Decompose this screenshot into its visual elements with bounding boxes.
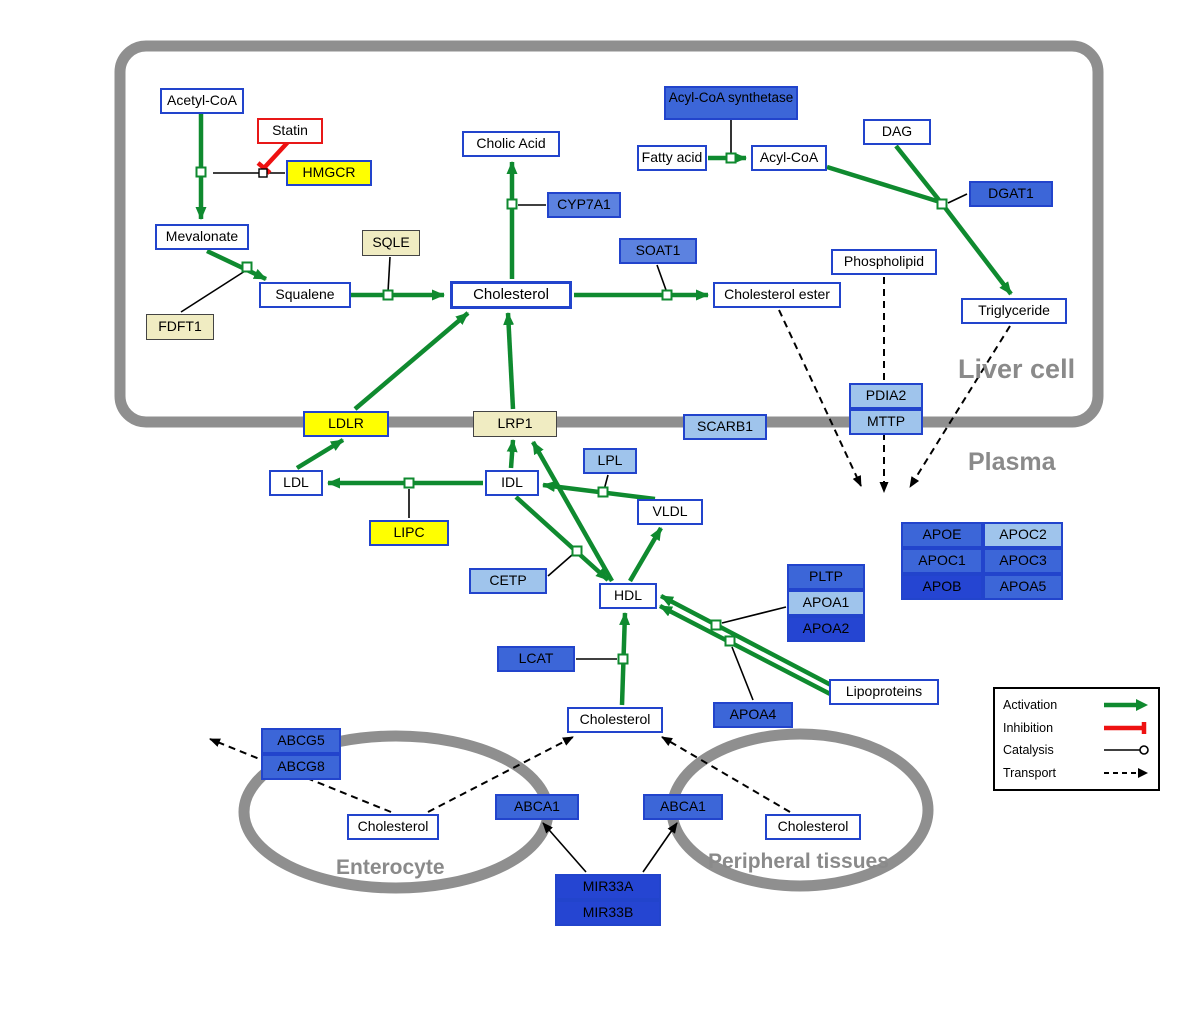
node-cholesterol-ester[interactable]: Cholesterol ester bbox=[713, 282, 841, 308]
node-scarb1[interactable]: SCARB1 bbox=[683, 414, 767, 440]
legend-row-catalysis: Catalysis bbox=[1003, 740, 1150, 760]
node-fdft1[interactable]: FDFT1 bbox=[146, 314, 214, 340]
liver-cell-membrane bbox=[114, 40, 1104, 428]
node-apoa5[interactable]: APOA5 bbox=[983, 574, 1063, 600]
liver-cell-label: Liver cell bbox=[958, 354, 1076, 384]
node-apoc1[interactable]: APOC1 bbox=[901, 548, 983, 574]
node-mir33b[interactable]: MIR33B bbox=[555, 900, 661, 926]
node-apoa2[interactable]: APOA2 bbox=[787, 616, 865, 642]
node-hmgcr[interactable]: HMGCR bbox=[286, 160, 372, 186]
legend-row-inhibition: Inhibition bbox=[1003, 718, 1150, 738]
node-squalene[interactable]: Squalene bbox=[259, 282, 351, 308]
node-mir33a[interactable]: MIR33A bbox=[555, 874, 661, 900]
node-abca1-enterocyte[interactable]: ABCA1 bbox=[495, 794, 579, 820]
catalysis-circle-icon bbox=[1104, 745, 1149, 756]
node-ldl[interactable]: LDL bbox=[269, 470, 323, 496]
node-fatty-acid[interactable]: Fatty acid bbox=[637, 145, 707, 171]
node-triglyceride[interactable]: Triglyceride bbox=[961, 298, 1067, 324]
node-apoa4[interactable]: APOA4 bbox=[713, 702, 793, 728]
node-cholesterol-liver[interactable]: Cholesterol bbox=[450, 281, 572, 309]
node-lipoproteins[interactable]: Lipoproteins bbox=[829, 679, 939, 705]
node-dag[interactable]: DAG bbox=[863, 119, 931, 145]
peripheral-tissues-label: Peripheral tissues bbox=[708, 850, 889, 873]
node-statin[interactable]: Statin bbox=[257, 118, 323, 144]
node-lipc[interactable]: LIPC bbox=[369, 520, 449, 546]
node-idl[interactable]: IDL bbox=[485, 470, 539, 496]
inhibition-edge-statin bbox=[256, 140, 290, 175]
reaction-nodes bbox=[195, 152, 948, 665]
legend-row-activation: Activation bbox=[1003, 695, 1150, 715]
node-soat1[interactable]: SOAT1 bbox=[619, 238, 697, 264]
legend-activation-label: Activation bbox=[1003, 698, 1058, 712]
node-abca1-peripheral[interactable]: ABCA1 bbox=[643, 794, 723, 820]
node-hdl[interactable]: HDL bbox=[599, 583, 657, 609]
node-lpl[interactable]: LPL bbox=[583, 448, 637, 474]
node-cholesterol-plasma[interactable]: Cholesterol bbox=[567, 707, 663, 733]
node-apoe[interactable]: APOE bbox=[901, 522, 983, 548]
node-mevalonate[interactable]: Mevalonate bbox=[155, 224, 249, 250]
node-abcg8[interactable]: ABCG8 bbox=[261, 754, 341, 780]
node-acyl-coa[interactable]: Acyl-CoA bbox=[751, 145, 827, 171]
node-lcat[interactable]: LCAT bbox=[497, 646, 575, 672]
legend-catalysis-label: Catalysis bbox=[1003, 743, 1054, 758]
node-ldlr[interactable]: LDLR bbox=[303, 411, 389, 437]
activation-arrow-icon bbox=[1104, 699, 1148, 711]
node-cetp[interactable]: CETP bbox=[469, 568, 547, 594]
node-lrp1[interactable]: LRP1 bbox=[473, 411, 557, 437]
node-apoc3[interactable]: APOC3 bbox=[983, 548, 1063, 574]
transport-arrow-icon bbox=[1104, 767, 1148, 778]
legend: Activation Inhibition Catalysis Transpor… bbox=[993, 687, 1160, 791]
node-acyl-coa-synthetase[interactable]: Acyl-CoA synthetase bbox=[664, 86, 798, 120]
node-acetyl-coa[interactable]: Acetyl-CoA bbox=[160, 88, 244, 114]
node-dgat1[interactable]: DGAT1 bbox=[969, 181, 1053, 207]
node-apoa1[interactable]: APOA1 bbox=[787, 590, 865, 616]
enterocyte-label: Enterocyte bbox=[336, 856, 445, 879]
node-cholesterol-enterocyte[interactable]: Cholesterol bbox=[347, 814, 439, 840]
catalysis-edges bbox=[180, 119, 968, 873]
statin-target-node bbox=[258, 168, 268, 178]
node-sqle[interactable]: SQLE bbox=[362, 230, 420, 256]
node-cyp7a1[interactable]: CYP7A1 bbox=[547, 192, 621, 218]
node-cholic-acid[interactable]: Cholic Acid bbox=[462, 131, 560, 157]
node-pltp[interactable]: PLTP bbox=[787, 564, 865, 590]
legend-transport-label: Transport bbox=[1003, 765, 1057, 780]
node-pdia2[interactable]: PDIA2 bbox=[849, 383, 923, 409]
node-vldl[interactable]: VLDL bbox=[637, 499, 703, 525]
inhibition-tbar-icon bbox=[1104, 721, 1147, 734]
legend-row-transport: Transport bbox=[1003, 763, 1150, 783]
node-abcg5[interactable]: ABCG5 bbox=[261, 728, 341, 754]
node-phospholipid[interactable]: Phospholipid bbox=[831, 249, 937, 275]
plasma-label: Plasma bbox=[968, 448, 1056, 476]
node-cholesterol-peripheral[interactable]: Cholesterol bbox=[765, 814, 861, 840]
node-apoc2[interactable]: APOC2 bbox=[983, 522, 1063, 548]
node-mttp[interactable]: MTTP bbox=[849, 409, 923, 435]
legend-inhibition-label: Inhibition bbox=[1003, 720, 1054, 735]
node-apob[interactable]: APOB bbox=[901, 574, 983, 600]
